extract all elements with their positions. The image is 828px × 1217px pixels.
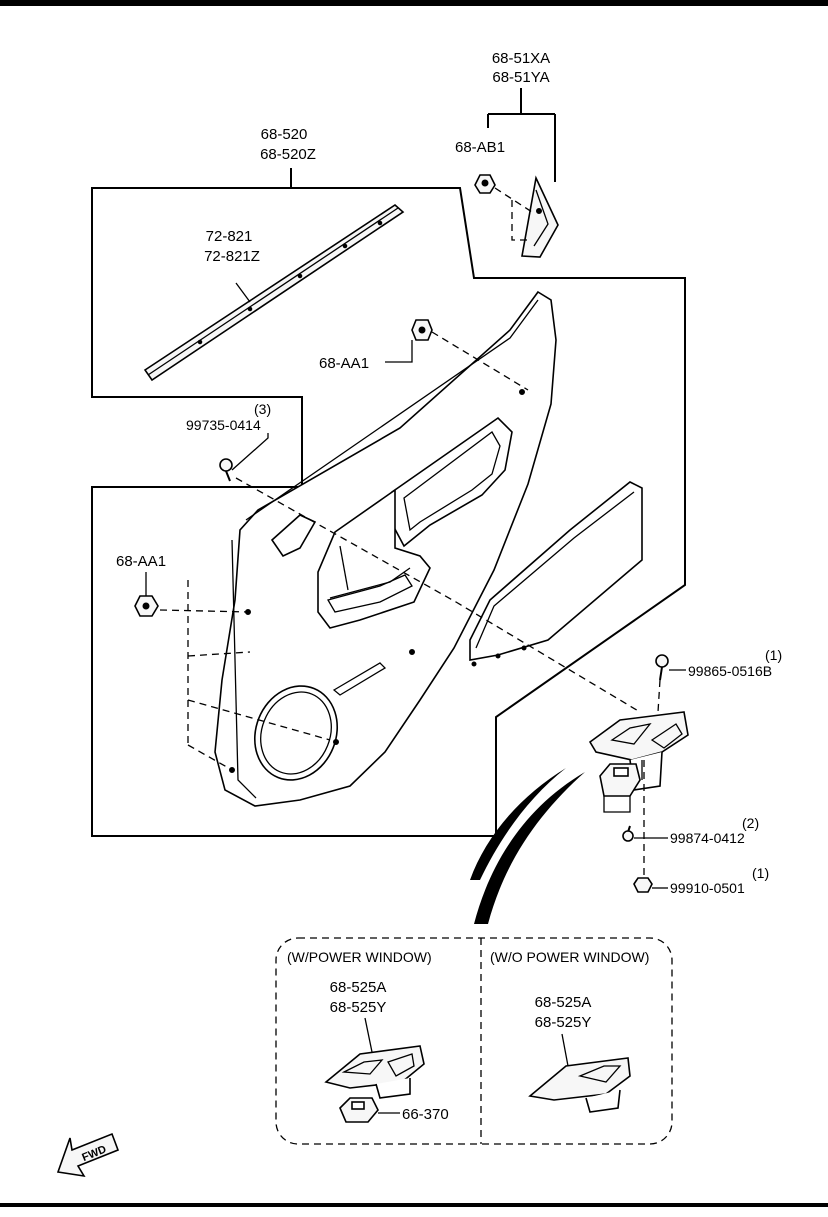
leader-screw-left: [231, 433, 269, 471]
leader-clip-upper: [385, 340, 413, 363]
screw-icon: [219, 458, 233, 482]
fwd-arrow-icon: FWD: [56, 1132, 120, 1178]
label-garnish-2: 68-51YA: [492, 69, 549, 86]
label-screw-left: 99735-0414: [186, 417, 261, 433]
variant-box: [275, 937, 673, 1145]
label-door-trim-1: 68-520: [261, 126, 308, 143]
with-power-switch-part: [339, 1097, 379, 1123]
label-clip-lower: 68-AA1: [116, 553, 166, 570]
weatherstrip-part: [143, 203, 405, 382]
label-clip-upper: 68-AA1: [319, 355, 369, 372]
label-screw-switch-qty: (1): [765, 647, 782, 663]
label-door-trim-2: 68-520Z: [260, 146, 316, 163]
with-power-panel-part: [324, 1045, 425, 1099]
switch-panel: [588, 711, 689, 791]
label-garnish-1: 68-51XA: [492, 50, 550, 67]
screw-switch-dashline: [657, 679, 661, 713]
without-power-part-1: 68-525A: [535, 994, 592, 1011]
clip-icon: [411, 319, 433, 341]
clip-icon: [474, 174, 496, 194]
label-screw-panel-qty: (2): [742, 815, 759, 831]
garnish-clip-dashline: [494, 187, 533, 241]
clip-icon: [633, 877, 653, 893]
with-power-part-2: 68-525Y: [330, 999, 387, 1016]
without-power-panel-part: [528, 1057, 631, 1113]
bottom-rule: [0, 1203, 828, 1207]
top-rule: [0, 0, 828, 6]
callout-swoosh-2: [470, 768, 566, 880]
with-power-part-1: 68-525A: [330, 979, 387, 996]
label-screw-panel: 99874-0412: [670, 830, 745, 846]
garnish-detail: [533, 189, 549, 247]
screw-icon: [655, 654, 669, 681]
garnish-hole: [536, 208, 542, 214]
variant-title-with-power: (W/POWER WINDOW): [287, 949, 432, 965]
leader-without-power-panel: [561, 1033, 569, 1067]
label-clip-bottom: 99910-0501: [670, 880, 745, 896]
door-trim-panel: [214, 290, 557, 807]
with-power-switch-label: 66-370: [402, 1106, 449, 1123]
label-weatherstrip-1: 72-821: [206, 228, 253, 245]
clip-upper-dashline: [431, 331, 529, 391]
label-screw-left-qty: (3): [254, 401, 271, 417]
leader-with-power-panel: [364, 1017, 373, 1053]
leader-weatherstrip: [235, 282, 251, 303]
leader-garnish: [487, 88, 556, 182]
variant-title-without-power: (W/O POWER WINDOW): [490, 949, 649, 965]
power-window-switch: [599, 763, 641, 813]
clip-icon: [134, 595, 159, 617]
label-weatherstrip-2: 72-821Z: [204, 248, 260, 265]
label-garnish-clip: 68-AB1: [455, 139, 505, 156]
callout-swoosh: [474, 772, 585, 924]
without-power-part-2: 68-525Y: [535, 1014, 592, 1031]
garnish-part: [521, 175, 559, 258]
armrest-insert-panel: [469, 481, 643, 667]
screw-left-dashline: [235, 477, 641, 713]
label-screw-switch: 99865-0516B: [688, 663, 772, 679]
label-clip-bottom-qty: (1): [752, 865, 769, 881]
screw-icon: [622, 825, 634, 842]
